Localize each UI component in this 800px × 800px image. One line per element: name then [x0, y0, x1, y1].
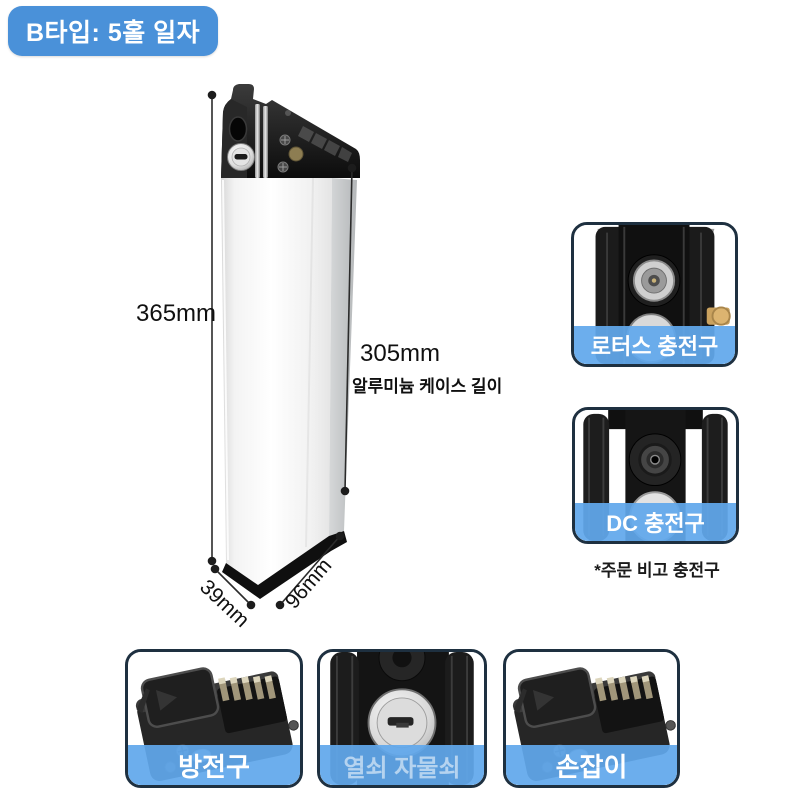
callout-lotus-charge-port: 로터스 충전구 [571, 222, 738, 367]
callout-handle: 손잡이 [503, 649, 680, 788]
order-note: *주문 비고 충전구 [594, 561, 720, 580]
callout-label-handle: 손잡이 [506, 745, 677, 785]
type-badge-label: B타입: 5홀 일자 [26, 19, 201, 47]
callout-label-key-lock: 열쇠 자물쇠 [320, 745, 484, 785]
callout-dc-charge-port: DC 충전구 [572, 407, 739, 544]
dimension-case-length: 305mm [360, 340, 441, 367]
callout-key-lock: 열쇠 자물쇠 [317, 649, 487, 788]
dimension-overall-height: 365mm [136, 300, 217, 327]
callout-discharge-port: 방전구 [125, 649, 303, 788]
callout-label-lotus: 로터스 충전구 [574, 326, 735, 364]
callout-label-discharge: 방전구 [128, 745, 300, 785]
dimension-case-length-caption: 알루미늄 케이스 길이 [352, 377, 503, 396]
type-badge: B타입: 5홀 일자 [8, 6, 219, 56]
callout-label-dc: DC 충전구 [575, 503, 736, 541]
